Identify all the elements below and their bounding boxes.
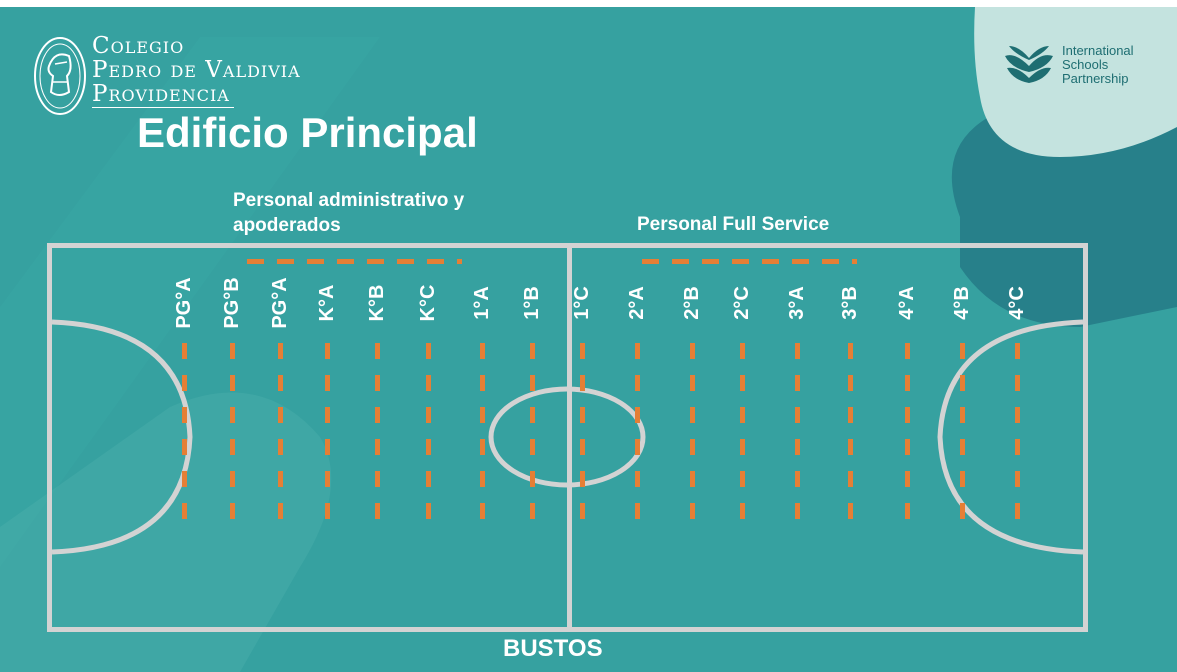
lane-label-4a: 4°A [896, 286, 918, 320]
lane-3b [848, 343, 853, 533]
lane-kc [426, 343, 431, 533]
partner-name-line2: Schools [1062, 57, 1109, 72]
right-queue-line [642, 259, 857, 264]
school-name-line2: Pedro de Valdivia [92, 57, 301, 83]
lane-pga-2 [278, 343, 283, 533]
lane-4a [905, 343, 910, 533]
background-shapes [0, 7, 1177, 672]
left-zone-label-line2: apoderados [233, 215, 341, 236]
left-zone-label-line1: Personal administrativo y [233, 190, 465, 211]
partner-name: International Schools Partnership [1062, 44, 1134, 86]
left-goal-area [51, 319, 193, 555]
school-name-line3: Providencia [92, 81, 230, 107]
lane-1a [480, 343, 485, 533]
slide: Colegio Pedro de Valdivia Providencia In… [0, 7, 1177, 672]
left-queue-line [247, 259, 462, 264]
lane-label-4c: 4°C [1006, 286, 1028, 320]
lane-label-kc: K°C [417, 284, 439, 322]
lane-label-3b: 3°B [839, 286, 861, 320]
lane-3a [795, 343, 800, 533]
lane-label-pgb: PG°B [221, 277, 243, 329]
lane-1b [530, 343, 535, 533]
court-markings [51, 319, 1084, 555]
lane-pga [182, 343, 187, 533]
lane-1c [580, 343, 585, 533]
right-goal-area [937, 319, 1084, 555]
lane-label-pga-2: PG°A [269, 277, 291, 329]
lane-label-1b: 1°B [521, 286, 543, 320]
lane-4c [1015, 343, 1020, 533]
lane-pgb [230, 343, 235, 533]
lane-4b [960, 343, 965, 533]
school-name: Colegio Pedro de Valdivia Providencia [92, 34, 301, 106]
right-zone-label: Personal Full Service [637, 214, 830, 235]
school-name-line1: Colegio [92, 33, 185, 59]
lane-label-3a: 3°A [786, 286, 808, 320]
page-title: Edificio Principal [137, 109, 478, 156]
lane-label-2c: 2°C [731, 286, 753, 320]
lane-2b [690, 343, 695, 533]
lane-label-2b: 2°B [681, 286, 703, 320]
school-crest-logo [34, 37, 86, 115]
leaf-icon [1005, 46, 1053, 83]
lane-kb [375, 343, 380, 533]
school-name-underline [92, 107, 234, 108]
lane-label-1c: 1°C [571, 286, 593, 320]
lane-label-ka: K°A [316, 284, 338, 322]
lane-2a [635, 343, 640, 533]
partner-name-line3: Partnership [1062, 71, 1129, 86]
lane-label-2a: 2°A [626, 286, 648, 320]
left-zone-label: Personal administrativo y apoderados [233, 188, 464, 238]
buses-label: BUSTOS [503, 635, 603, 662]
court-center-line [567, 243, 572, 632]
lane-label-1a: 1°A [471, 286, 493, 320]
lane-label-kb: K°B [366, 284, 388, 322]
lane-label-pga: PG°A [173, 277, 195, 329]
court-right-line [1083, 243, 1088, 632]
court-left-line [47, 243, 52, 632]
lane-label-4b: 4°B [951, 286, 973, 320]
partner-name-line1: International [1062, 43, 1134, 58]
lane-2c [740, 343, 745, 533]
lane-ka [325, 343, 330, 533]
center-circle [488, 386, 646, 488]
